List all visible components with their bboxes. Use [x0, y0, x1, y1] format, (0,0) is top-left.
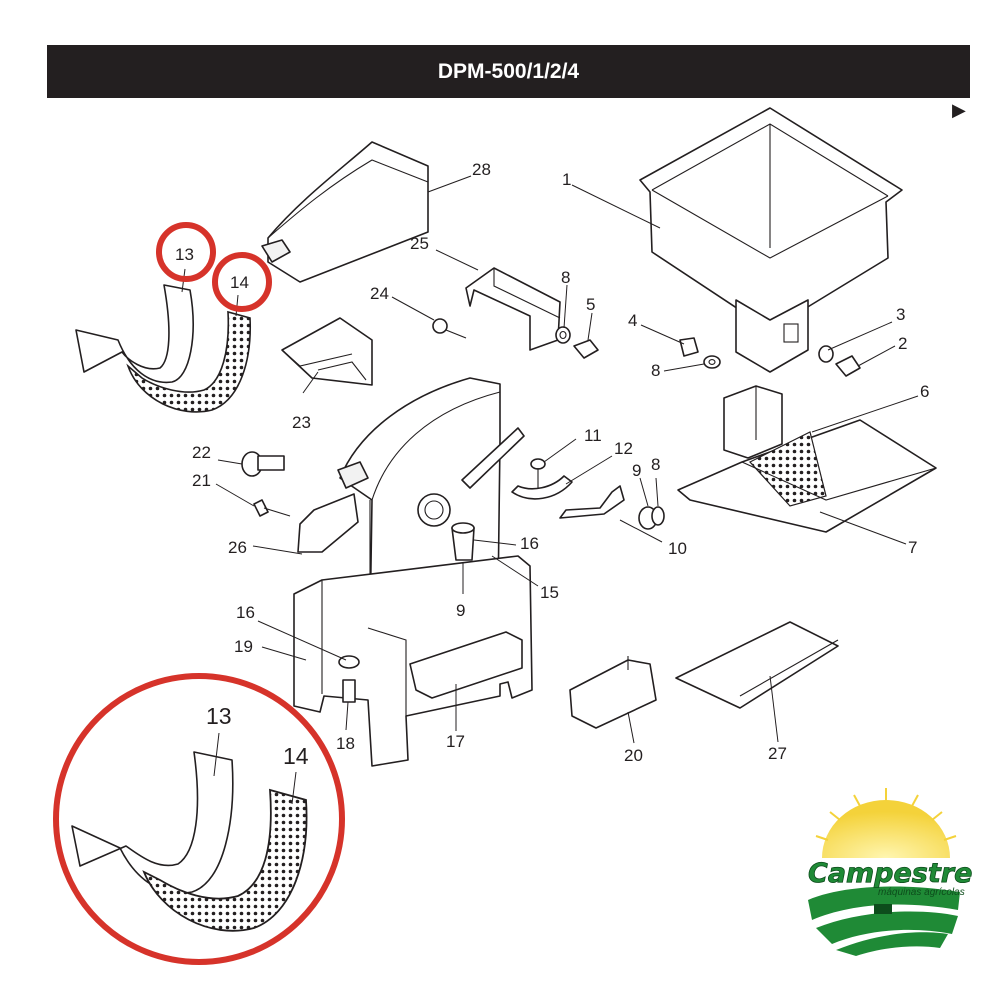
- callout-3: 3: [896, 305, 905, 324]
- logo-sun-rays-icon: [815, 788, 957, 841]
- callout-13: 13: [175, 245, 194, 264]
- part-11-bolt: [530, 458, 546, 492]
- logo-tractor-icon: [874, 904, 892, 914]
- callout-10: 10: [668, 539, 687, 558]
- callout-labels: 28 1 3 2 4 5 8 8 6 7 25 24 11 12 9 8 10 …: [175, 160, 929, 765]
- part-9-bushing-center: [451, 522, 475, 561]
- page-title-bar: DPM-500/1/2/4: [47, 45, 970, 98]
- callout-8-top: 8: [561, 268, 570, 287]
- part-26-cover-plate: [465, 267, 561, 351]
- part-24-bracket: [281, 317, 373, 386]
- part-21-drawer-plate: [675, 621, 839, 709]
- callout-7: 7: [908, 538, 917, 557]
- callout-21: 27: [768, 744, 787, 763]
- logo-name: Campestre: [808, 858, 972, 889]
- part-19-stand: [293, 555, 533, 767]
- callout-27: 26: [228, 538, 247, 557]
- highlight-ring-14: [212, 252, 272, 312]
- callout-24: 23: [292, 413, 311, 432]
- campestre-logo: Campestre máquinas agrícolas: [808, 788, 973, 956]
- page-arrow-icon: ▶: [952, 100, 966, 121]
- leader-lines: [181, 175, 919, 744]
- page-title: DPM-500/1/2/4: [437, 59, 580, 83]
- part-28-top-cover: [261, 141, 429, 283]
- callout-6: 6: [920, 382, 929, 401]
- callout-18: 18: [336, 734, 355, 753]
- callout-28: 28: [472, 160, 491, 179]
- part-12-clamp: [511, 475, 573, 500]
- part-8-washer-b: [703, 355, 721, 369]
- part-27-mount-bracket: [297, 493, 359, 553]
- callout-15: 15: [540, 583, 559, 602]
- callout-16-left: 16: [236, 603, 255, 622]
- callout-14: 14: [230, 273, 249, 292]
- part-18-bolt: [342, 679, 356, 703]
- callout-8-mid: 8: [651, 361, 660, 380]
- highlight-rings: [156, 222, 272, 312]
- zoom-callout-13: 13: [206, 703, 232, 729]
- zoom-inset: 13 14: [53, 673, 345, 965]
- callout-22: 21: [192, 471, 211, 490]
- part-17-tray: [409, 631, 523, 699]
- part-13-screen-plain: [75, 284, 194, 384]
- part-1-hopper: [639, 107, 903, 373]
- logo-tagline: máquinas agrícolas: [878, 887, 965, 898]
- part-6-chute-guide: [723, 385, 783, 459]
- callout-26: 25: [410, 234, 429, 253]
- logo-field-icon: [808, 886, 960, 920]
- callout-2: 2: [898, 334, 907, 353]
- callout-16-center: 16: [520, 534, 539, 553]
- zoom-inset-ring: [53, 673, 345, 965]
- part-2-wing-nut: [835, 355, 861, 377]
- callout-19: 19: [234, 637, 253, 656]
- part-22-bolt: [253, 499, 291, 517]
- part-10-lever: [559, 485, 625, 519]
- part-4-wing-bolt: [679, 337, 699, 357]
- part-23-knob: [241, 451, 285, 477]
- callout-8-right: 8: [651, 455, 660, 474]
- logo-sun-icon: [822, 800, 950, 858]
- callout-9-right: 9: [632, 461, 641, 480]
- part-7-feed-chute: [677, 419, 937, 533]
- callout-20: 20: [624, 746, 643, 765]
- part-20-end-cap: [569, 656, 657, 729]
- callout-23: 22: [192, 443, 211, 462]
- callout-4: 4: [628, 311, 637, 330]
- callout-12: 12: [614, 439, 633, 458]
- part-8-nut-right: [651, 506, 665, 526]
- callout-25: 24: [370, 284, 389, 303]
- part-14-screen-perforated: [126, 310, 251, 413]
- callout-1: 1: [562, 170, 571, 189]
- zoom-callout-14: 14: [283, 743, 309, 769]
- callout-9-center: 9: [456, 601, 465, 620]
- part-25-screw: [432, 318, 467, 339]
- highlight-ring-13: [156, 222, 216, 282]
- part-3-washer: [818, 345, 834, 363]
- callout-17: 17: [446, 732, 465, 751]
- part-8-washer-a: [555, 326, 571, 344]
- callout-11: 11: [584, 426, 602, 445]
- part-5-wing-nut: [573, 339, 599, 359]
- callout-5: 5: [586, 295, 595, 314]
